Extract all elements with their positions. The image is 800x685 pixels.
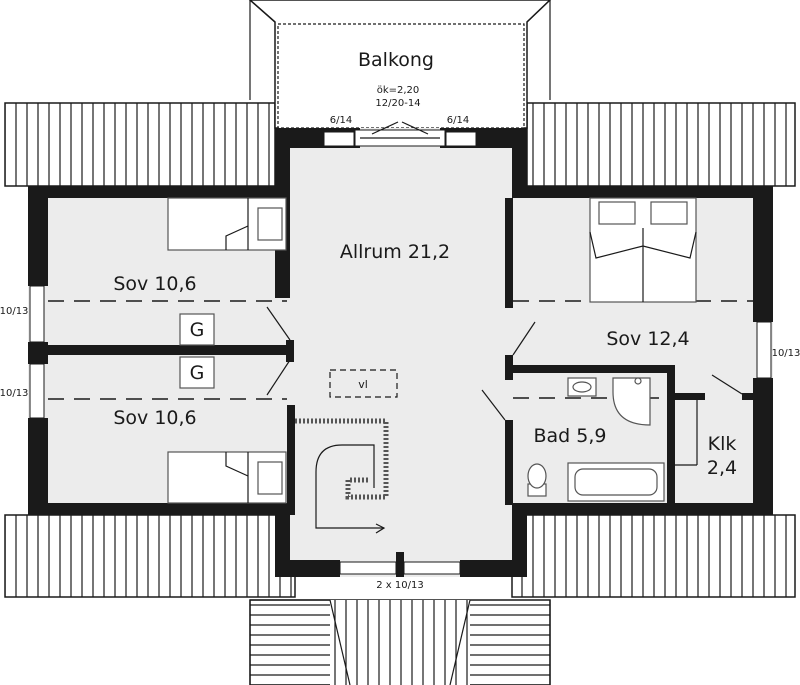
family-room-label: Allrum 21,2 (340, 241, 450, 263)
roof-top-left (4, 102, 276, 187)
window-balcony-right-label: 6/14 (447, 115, 469, 126)
bedroom-top-left-label: Sov 10,6 (113, 273, 196, 295)
vl-label: vl (358, 378, 368, 391)
closet-area-label: 2,4 (707, 457, 737, 479)
window-balcony-left-label: 6/14 (330, 115, 352, 126)
bed-top-left (167, 197, 287, 251)
window-left-top-label: 10/13 (0, 306, 28, 317)
window-left-bottom-label: 10/13 (0, 388, 28, 399)
closet-name-label: Klk (708, 433, 737, 455)
vl-box (329, 369, 398, 398)
bedroom-right-label: Sov 12,4 (606, 328, 689, 350)
stair (295, 418, 389, 534)
door-swings (266, 121, 743, 421)
balcony (277, 23, 525, 129)
balcony-label: Balkong (358, 49, 434, 71)
bedroom-bottom-left-label: Sov 10,6 (113, 407, 196, 429)
entrance-roof-bottom (249, 599, 551, 685)
roof-bottom-right (511, 514, 796, 598)
double-bed (589, 197, 697, 303)
exterior-walls (28, 128, 773, 577)
bed-bottom-left (167, 451, 287, 504)
bathroom-fixtures (527, 377, 698, 502)
bathroom-label: Bad 5,9 (534, 425, 607, 447)
wardrobe-2 (179, 356, 215, 389)
window-right-label: 10/13 (772, 348, 800, 359)
wardrobe-1-label: G (190, 319, 205, 341)
interior-walls (48, 198, 754, 505)
roof-bottom-left (4, 514, 296, 598)
wardrobe-1 (179, 313, 215, 346)
balcony-door-area-label: ök=2,20 (377, 85, 420, 96)
wardrobe-2-label: G (190, 362, 205, 384)
windows (29, 129, 772, 575)
roof-top-right (526, 102, 796, 187)
balcony-door-size-label: 12/20-14 (375, 98, 420, 109)
window-bottom-label: 2 x 10/13 (376, 580, 423, 591)
